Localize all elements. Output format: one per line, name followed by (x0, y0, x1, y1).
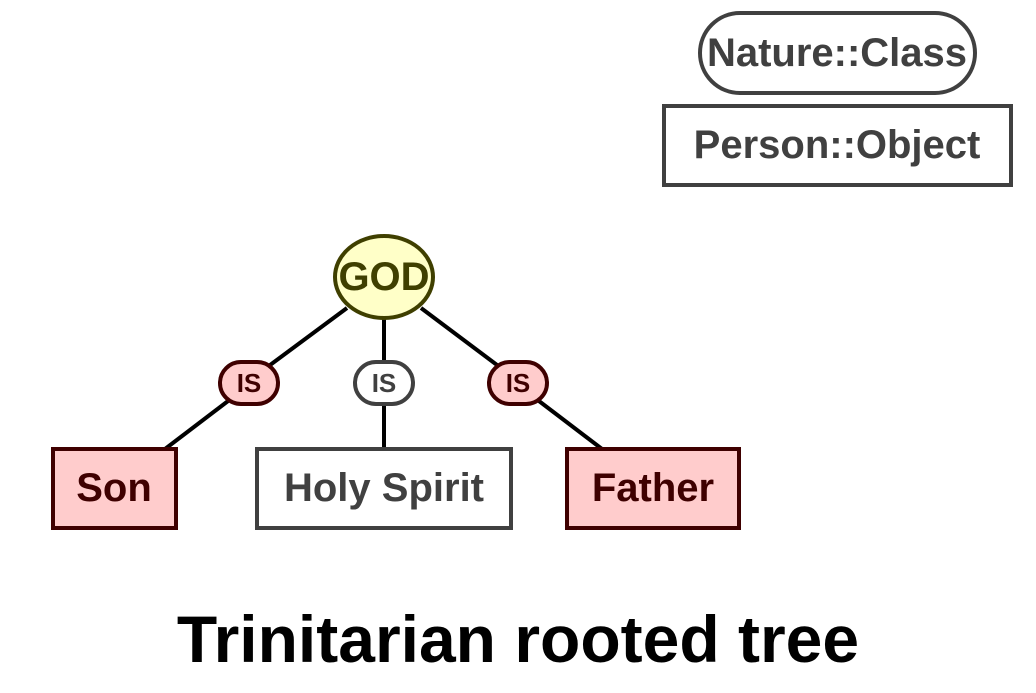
edge-label-holy-spirit-text: IS (372, 368, 397, 398)
tree-edges (163, 306, 604, 451)
node-son-shape (51, 447, 178, 530)
node-father: Father (565, 447, 741, 530)
root-node-label: GOD (338, 255, 429, 299)
edge-label-son-text: IS (237, 368, 262, 398)
edge-line-root-to-son-is (260, 306, 349, 373)
edge-label-father-text: IS (506, 368, 531, 398)
legend-class-label: Nature::Class (707, 31, 967, 75)
edge-line-son-is-to-son (163, 396, 234, 451)
diagram-caption: Trinitarian rooted tree (177, 602, 859, 676)
node-holy-spirit-shape (255, 447, 513, 530)
edge-label-holy-spirit: IS (353, 360, 415, 406)
node-son: Son (51, 447, 178, 530)
node-son-label: Son (76, 466, 152, 510)
edge-label-son-shape (218, 360, 280, 406)
node-father-label: Father (592, 466, 714, 510)
node-holy-spirit-label: Holy Spirit (284, 466, 484, 510)
legend-class-shape (698, 11, 977, 95)
root-node: GOD (333, 234, 435, 320)
legend-object-label: Person::Object (694, 123, 981, 167)
legend-object-shape (662, 104, 1013, 187)
edge-label-holy-spirit-shape (353, 360, 415, 406)
edge-line-father-is-to-father (533, 396, 604, 451)
edge-label-father: IS (487, 360, 549, 406)
legend: Nature::Class Person::Object (662, 11, 1013, 187)
edge-line-root-to-father-is (419, 306, 507, 373)
root-node-shape (333, 234, 435, 320)
edge-label-son: IS (218, 360, 280, 406)
edge-label-father-shape (487, 360, 549, 406)
node-holy-spirit: Holy Spirit (255, 447, 513, 530)
node-father-shape (565, 447, 741, 530)
